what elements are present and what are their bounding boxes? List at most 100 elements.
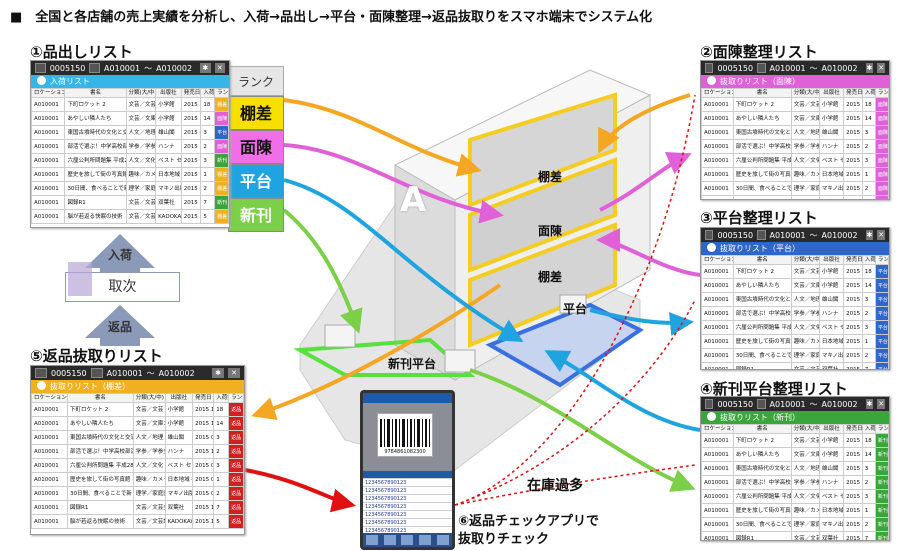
table-row[interactable]: A01000130日間、食べることで新しくみました理学／家庭医学マキノ出版201…	[701, 517, 889, 532]
action-badge[interactable]: 棚差	[214, 209, 229, 224]
close-icon[interactable]: ✕	[877, 230, 885, 240]
grid-icon[interactable]	[757, 63, 766, 73]
action-badge[interactable]: 新刊	[874, 461, 889, 476]
action-badge[interactable]: 面陳	[874, 195, 889, 199]
table-row[interactable]: A01000130日間、食べることで新しくみました理学／家庭医学マキノ出版201…	[31, 181, 229, 196]
menu-icon[interactable]	[35, 368, 47, 378]
action-badge[interactable]: 面陳	[874, 167, 889, 182]
table-row[interactable]: A01000130日間、食べることで新しくみました理学／家庭医学マキノ出版201…	[701, 181, 889, 196]
gear-icon[interactable]: ✱	[865, 399, 874, 409]
close-icon[interactable]: ✕	[214, 63, 225, 73]
menu-icon[interactable]	[705, 230, 714, 240]
phone-tool-button[interactable]	[383, 535, 396, 545]
grid-icon[interactable]	[757, 230, 766, 240]
menu-icon[interactable]	[35, 63, 46, 73]
action-badge[interactable]: 面陳	[874, 97, 889, 112]
grid-icon[interactable]	[89, 63, 101, 73]
action-badge[interactable]: 面陳	[874, 139, 889, 154]
phone-list-row[interactable]: 1234567890123	[363, 511, 452, 519]
action-badge[interactable]: 平台	[874, 264, 889, 279]
action-badge[interactable]: 返品	[228, 402, 244, 417]
table-row[interactable]: A01000130日間、食べることで新しくみました理学／家庭医学マキノ出版201…	[31, 486, 244, 501]
gear-icon[interactable]: ✱	[865, 63, 874, 73]
phone-list-row[interactable]: 1234567890123	[363, 503, 452, 511]
action-badge[interactable]: 平台	[874, 278, 889, 293]
action-badge[interactable]: 平台	[874, 306, 889, 321]
phone-tool-button[interactable]	[419, 535, 432, 545]
action-badge[interactable]: 平台	[874, 292, 889, 307]
grid-icon[interactable]	[757, 399, 766, 409]
action-badge[interactable]: 面陳	[214, 139, 229, 154]
action-badge[interactable]: 返品	[228, 416, 244, 431]
table-row[interactable]: A01000130日間、食べることで新しくみました理学／家庭医学マキノ出版201…	[701, 348, 889, 363]
action-badge[interactable]: 返品	[228, 430, 244, 445]
action-badge[interactable]: 平台	[874, 348, 889, 363]
action-badge[interactable]: 返品	[228, 472, 244, 487]
action-badge[interactable]: 新刊	[874, 531, 889, 540]
action-badge[interactable]: 新刊	[874, 433, 889, 448]
action-badge[interactable]: 新刊	[874, 503, 889, 518]
action-badge[interactable]: 返品	[228, 444, 244, 459]
phone-tool-button[interactable]	[437, 535, 450, 545]
gear-icon[interactable]: ✱	[212, 368, 224, 378]
phone-list-row[interactable]: 1234567890123	[363, 519, 452, 527]
close-icon[interactable]: ✕	[877, 63, 885, 73]
phone-list-row[interactable]: 1234567890123	[363, 495, 452, 503]
action-badge[interactable]: 新刊	[214, 153, 229, 168]
phone-list-row[interactable]: 1234567890123	[363, 479, 452, 487]
action-badge[interactable]: 返品	[228, 486, 244, 501]
gear-icon[interactable]: ✱	[865, 230, 874, 240]
action-badge[interactable]: 面陳	[874, 125, 889, 140]
close-icon[interactable]: ✕	[877, 399, 885, 409]
action-badge[interactable]: 面陳	[874, 111, 889, 126]
phone-tool-button[interactable]	[365, 535, 378, 545]
grid-icon[interactable]	[90, 368, 103, 378]
menu-icon[interactable]	[705, 63, 714, 73]
action-badge[interactable]: 面陳	[874, 181, 889, 196]
action-badge[interactable]: 面陳	[874, 153, 889, 168]
action-badge[interactable]: 棚差	[214, 181, 229, 196]
action-badge[interactable]: 棚差	[214, 167, 229, 182]
action-badge[interactable]: 返品	[228, 500, 244, 515]
action-badge[interactable]: 平台	[874, 334, 889, 349]
action-badge[interactable]: 棚差	[214, 97, 229, 112]
menu-icon[interactable]	[705, 399, 714, 409]
action-badge[interactable]: 平台	[214, 125, 229, 140]
action-badge[interactable]: 新刊	[874, 447, 889, 462]
action-badge[interactable]: 面陳	[214, 111, 229, 126]
action-badge[interactable]: 新刊	[874, 475, 889, 490]
action-badge[interactable]: 返品	[228, 514, 244, 529]
